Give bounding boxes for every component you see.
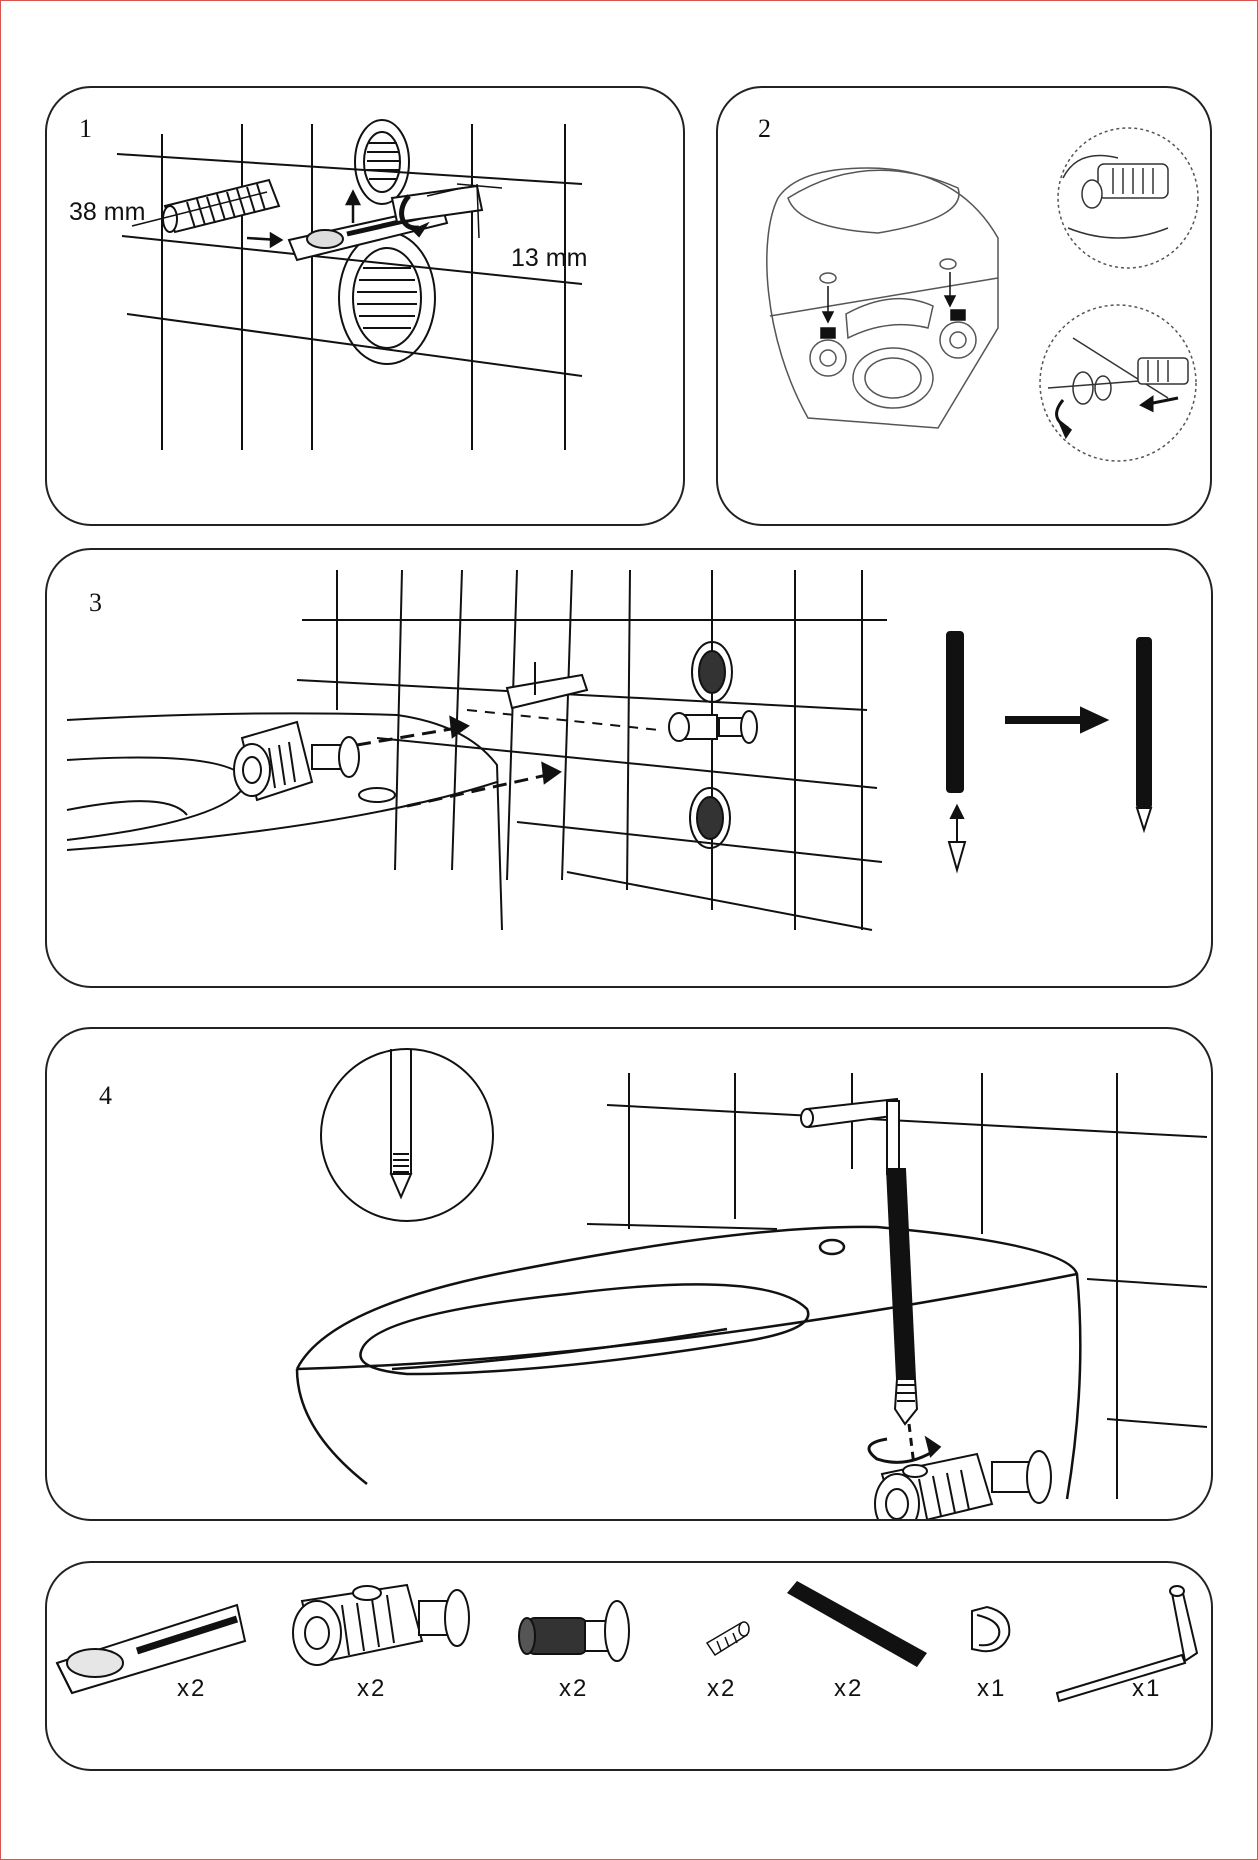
barrel-nut-icon (1062, 154, 1169, 239)
hex-key-icon (1055, 1585, 1199, 1703)
part-quantity: x1 (977, 1675, 1007, 1702)
step-number: 3 (89, 588, 102, 617)
step-number: 4 (99, 1081, 112, 1110)
step-number: 2 (758, 114, 771, 143)
parts-illustration (55, 1581, 1199, 1703)
parts-panel: x2 x2 x2 x2 x2 x1 x1 (45, 1561, 1213, 1771)
magnifier-detail (320, 1048, 494, 1222)
step-1-illustration (116, 119, 583, 450)
wedge-anchor-icon (55, 1603, 247, 1695)
barrel-nut-icon (292, 1583, 470, 1666)
cap-icon (971, 1605, 1011, 1653)
step-3-panel: 3 (45, 548, 1213, 988)
part-quantity: x2 (357, 1675, 387, 1702)
dimension-label-38mm: 38 mm (69, 198, 146, 226)
step-number: 1 (79, 114, 92, 143)
threaded-bolt-icon (162, 178, 281, 234)
part-quantity: x2 (559, 1675, 589, 1702)
barrel-nut-icon (233, 720, 360, 802)
part-quantity: x2 (707, 1675, 737, 1702)
set-screw-icon (705, 1621, 750, 1657)
step-3-illustration (66, 569, 1153, 931)
part-quantity: x2 (177, 1675, 207, 1702)
part-quantity: x1 (1132, 1675, 1162, 1702)
step-1-panel: 1 38 mm 13 mm (45, 86, 685, 526)
dimension-label-13mm: 13 mm (511, 244, 588, 272)
threaded-bolt-icon (518, 1600, 630, 1662)
rod-icon (787, 1581, 927, 1667)
step-4-illustration (295, 1048, 1208, 1519)
step-2-illustration (766, 127, 1199, 462)
step-2-panel: 2 (716, 86, 1212, 526)
barrel-nut-icon (874, 1450, 1052, 1519)
step-4-panel: 4 (45, 1027, 1213, 1521)
part-quantity: x2 (834, 1675, 864, 1702)
